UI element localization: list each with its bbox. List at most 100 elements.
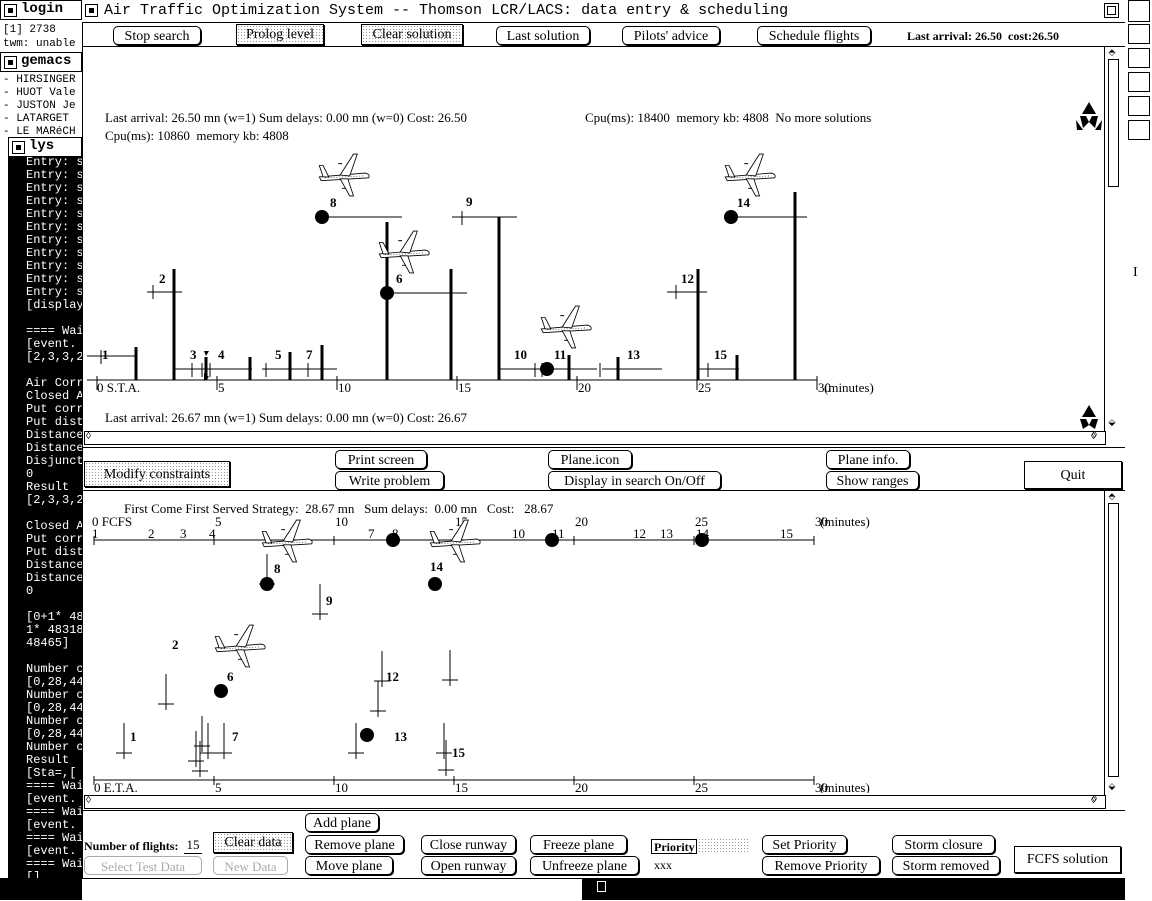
show-ranges-button[interactable]: Show ranges <box>826 471 919 490</box>
terminal-line: Closed A <box>26 519 82 533</box>
scroll-left-icon[interactable]: ◊ <box>86 431 91 442</box>
new-data-button[interactable]: New Data <box>213 856 288 875</box>
window-menu-icon[interactable] <box>4 4 17 17</box>
login-title-text: login <box>21 1 64 17</box>
select-test-data-button[interactable]: Select Test Data <box>84 856 202 875</box>
storm-removed-button[interactable]: Storm removed <box>892 856 1000 875</box>
terminal-line: ==== Wai <box>26 831 82 845</box>
scroll-up-icon[interactable]: ⬘ <box>1108 491 1116 501</box>
terminal-line: ==== Wai <box>26 324 82 338</box>
scroll-down-icon[interactable]: ⬙ <box>1108 417 1116 427</box>
window-titlebar[interactable]: Air Traffic Optimization System -- Thoms… <box>82 0 1125 23</box>
eta-flight-label: 14 <box>430 559 444 574</box>
top-scroll-thumb[interactable] <box>1108 59 1119 187</box>
write-problem-button[interactable]: Write problem <box>335 471 444 490</box>
stop-search-button[interactable]: Stop search <box>113 26 201 45</box>
scroll-left-icon[interactable]: ◊ <box>86 795 91 806</box>
modify-constraints-button[interactable]: Modify constraints <box>84 461 230 487</box>
flight-label: 6 <box>396 271 403 286</box>
terminal-line: Entry: s <box>26 194 82 208</box>
fcfs-sequence-label: 7 <box>368 526 375 541</box>
fcfs-unit-label: (minutes) <box>820 514 870 529</box>
lys-window-title[interactable]: lys <box>8 137 82 157</box>
background-window-frame <box>1128 120 1150 140</box>
priority-label: Priority <box>651 839 697 854</box>
terminal-line: [2,3,3,2 <box>26 493 82 507</box>
set-priority-button[interactable]: Set Priority <box>762 835 847 854</box>
airplane-icon <box>378 230 430 274</box>
fcfs-tick-label: 5 <box>215 514 222 529</box>
selected-flight-dot <box>315 210 329 224</box>
scroll-down-icon[interactable]: ⬙ <box>1108 781 1116 791</box>
window-menu-icon[interactable] <box>12 141 25 154</box>
plane-icon-button[interactable]: Plane.icon <box>548 450 632 469</box>
last-solution-button[interactable]: Last solution <box>496 26 590 45</box>
plane-info-button[interactable]: Plane info. <box>826 450 910 469</box>
fcfs-solution-button[interactable]: FCFS solution <box>1014 846 1121 873</box>
flight-label: 4 <box>218 347 225 362</box>
maximize-icon[interactable] <box>1104 3 1119 18</box>
priority-value[interactable]: xxx <box>654 858 672 872</box>
print-screen-button[interactable]: Print screen <box>335 450 427 469</box>
terminal-line: [event. <box>26 818 77 832</box>
add-plane-button[interactable]: Add plane <box>305 813 379 832</box>
eta-selected-dot <box>260 577 274 591</box>
scroll-right-icon[interactable]: ◊ <box>1091 431 1096 442</box>
unfreeze-plane-button[interactable]: Unfreeze plane <box>530 856 639 875</box>
freeze-plane-button[interactable]: Freeze plane <box>530 835 627 854</box>
flight-label: 1 <box>102 347 109 362</box>
eta-flight-label: 9 <box>326 593 333 608</box>
display-in-search-button[interactable]: Display in search On/Off <box>548 471 721 490</box>
terminal-line: Entry: s <box>26 168 82 182</box>
top-info-right: Cpu(ms): 18400 memory kb: 4808 No more s… <box>585 110 872 125</box>
airplane-icon <box>540 305 592 349</box>
pilots-advice-button[interactable]: Pilots' advice <box>622 26 720 45</box>
terminal-line: 1* 48318 <box>26 623 82 637</box>
remove-priority-button[interactable]: Remove Priority <box>762 856 880 875</box>
clear-data-button[interactable]: Clear data <box>213 832 293 853</box>
number-of-flights-field[interactable]: 15 <box>184 837 202 854</box>
scroll-down-icon[interactable]: ◊ <box>1092 794 1097 805</box>
background-window-frame <box>1128 0 1150 22</box>
move-plane-button[interactable]: Move plane <box>305 856 393 875</box>
quit-button[interactable]: Quit <box>1024 461 1122 489</box>
remove-plane-button[interactable]: Remove plane <box>305 835 404 854</box>
scroll-down-icon[interactable]: ◊ <box>1092 430 1097 441</box>
background-window-frame <box>1128 72 1150 92</box>
bottom-vertical-scrollbar[interactable]: ⬘ ⬙ <box>1104 491 1121 795</box>
terminal-line: Number c <box>26 740 82 754</box>
window-menu-icon[interactable] <box>4 56 17 69</box>
top-vertical-scrollbar[interactable]: ⬘ ⬙ <box>1104 47 1121 431</box>
terminal-line: Result <box>26 753 70 767</box>
gemacs-line-2: - HUOT Vale <box>3 87 76 99</box>
fcfs-sequence-label: 13 <box>660 526 673 541</box>
top-horizontal-scrollbar[interactable]: ◊ ◊ <box>84 431 1106 445</box>
bottom-panel-border <box>82 490 1125 491</box>
terminal-line: Number c <box>26 688 82 702</box>
prolog-level-button[interactable]: Prolog level <box>236 24 324 45</box>
schedule-flights-button[interactable]: Schedule flights <box>757 26 871 45</box>
terminal-line: Distance <box>26 441 82 455</box>
eta-selected-dot <box>428 577 442 591</box>
bottom-scroll-thumb[interactable] <box>1108 503 1119 777</box>
terminal-line: [0,28,44 <box>26 701 82 715</box>
open-runway-button[interactable]: Open runway <box>421 856 516 875</box>
flight-label: 7 <box>306 347 313 362</box>
eta-flight-label: 7 <box>232 729 239 744</box>
login-window-title[interactable]: login <box>0 0 82 20</box>
window-menu-icon[interactable] <box>85 4 98 17</box>
gemacs-window-title[interactable]: gemacs <box>0 52 82 72</box>
login-line-1: [1] 2738 <box>3 24 56 36</box>
clear-solution-button[interactable]: Clear solution <box>361 24 463 45</box>
terminal-line: Distance <box>26 571 82 585</box>
scroll-right-icon[interactable]: ◊ <box>1091 795 1096 806</box>
scroll-up-icon[interactable]: ⬘ <box>1108 47 1116 57</box>
bottom-horizontal-scrollbar[interactable]: ◊ ◊ <box>84 795 1106 809</box>
terminal-line: Result <box>26 480 70 494</box>
close-runway-button[interactable]: Close runway <box>421 835 516 854</box>
selected-flight-dot <box>380 286 394 300</box>
storm-closure-button[interactable]: Storm closure <box>892 835 995 854</box>
